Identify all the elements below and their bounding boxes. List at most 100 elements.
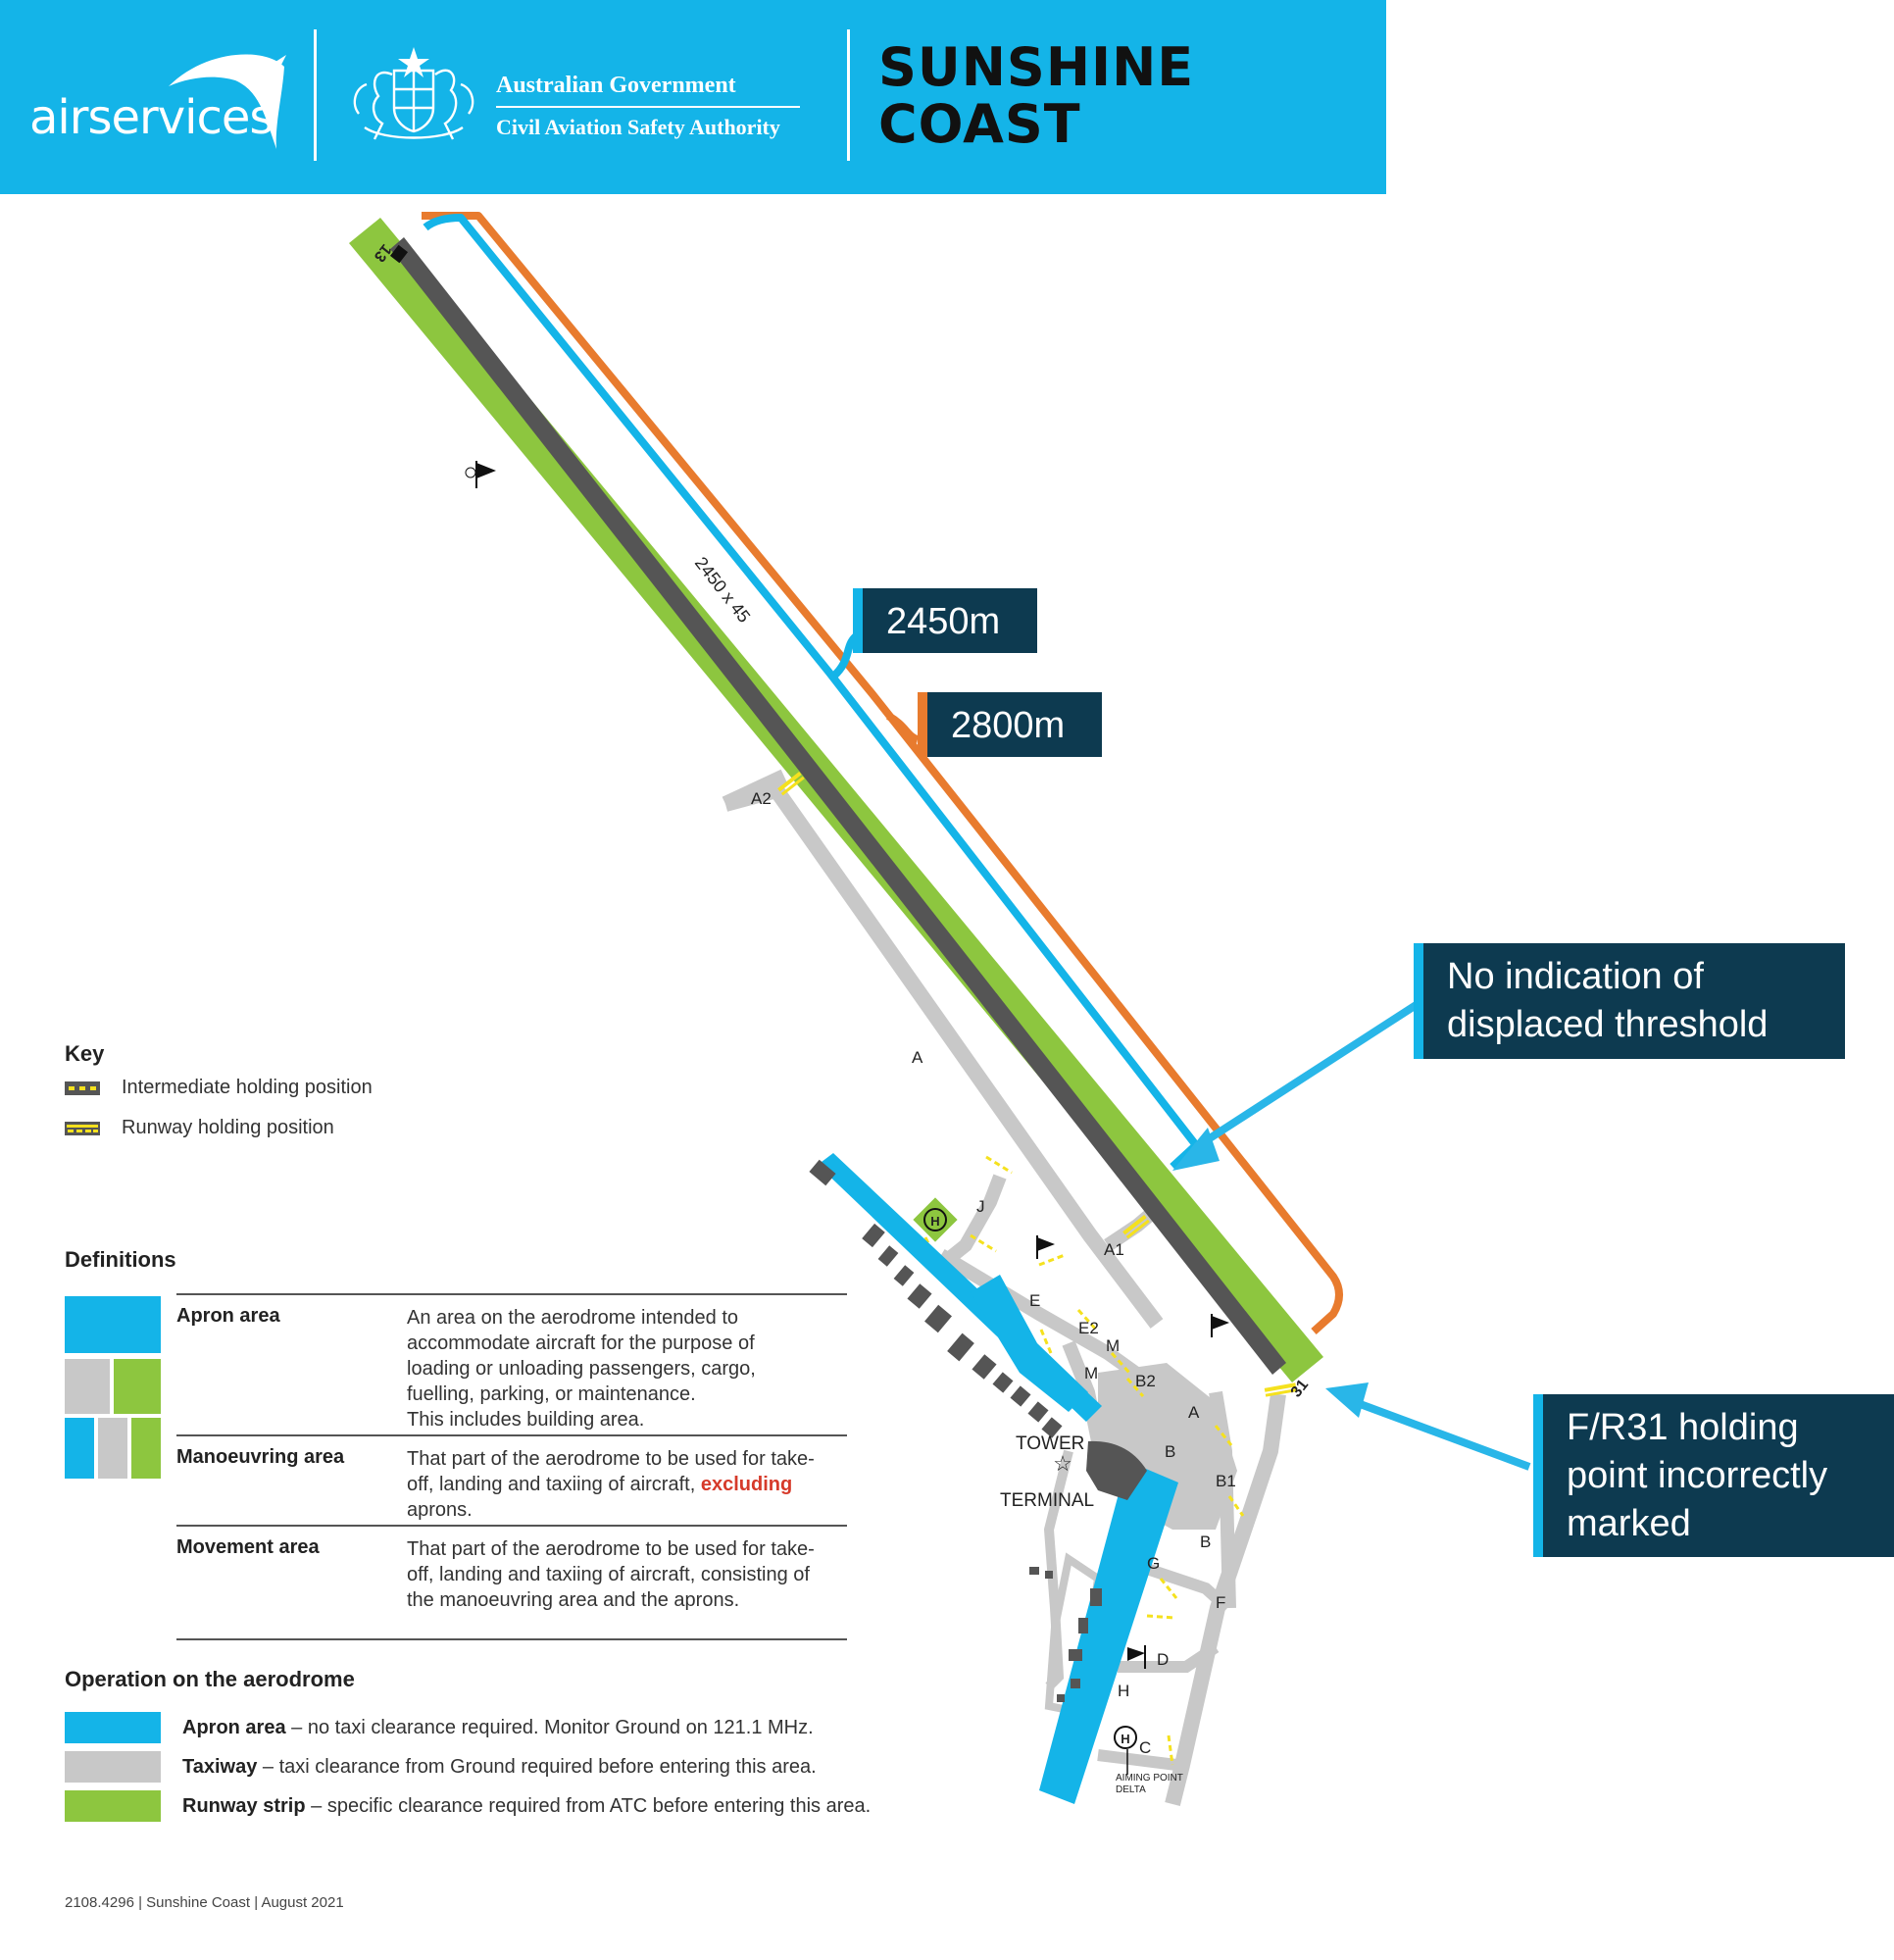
tower-star-icon: ☆ <box>1053 1451 1072 1476</box>
header-divider <box>314 29 317 161</box>
aiming-point-label-2: DELTA <box>1116 1784 1146 1795</box>
definition-row-apron: Apron area An area on the aerodrome inte… <box>176 1293 847 1434</box>
legend-taxiway-swatch <box>65 1359 110 1414</box>
definition-row-manoeuvring: Manoeuvring area That part of the aerodr… <box>176 1434 847 1525</box>
apron-south <box>1039 1461 1178 1804</box>
definition-text: That part of the aerodrome to be used fo… <box>407 1446 819 1523</box>
definition-text-extra: This includes building area. <box>407 1409 645 1431</box>
footer-reference: 2108.4296 | Sunshine Coast | August 2021 <box>65 1894 344 1911</box>
callout-displaced-line1: No indication of <box>1447 956 1704 997</box>
definition-row-movement: Movement area That part of the aerodrome… <box>176 1525 847 1640</box>
taxiway-e2-label: E2 <box>1078 1319 1099 1337</box>
taxiway-g-label: G <box>1147 1554 1160 1573</box>
taxiway-a-label: A <box>912 1048 923 1067</box>
windsock-icon <box>465 461 496 488</box>
runway-13-threshold <box>389 244 409 264</box>
operation-swatch-runway <box>65 1790 161 1822</box>
terminal-label: TERMINAL <box>1000 1490 1094 1511</box>
helipad-north-label: H <box>930 1214 939 1229</box>
taxiway-h-label: H <box>1118 1682 1129 1700</box>
taxiway-a1-label: A1 <box>1104 1240 1124 1259</box>
operation-swatch-apron <box>65 1712 161 1743</box>
operation-text: Apron area – no taxi clearance required.… <box>182 1717 814 1739</box>
definitions-table: Apron area An area on the aerodrome inte… <box>176 1293 847 1640</box>
definition-text: An area on the aerodrome intended to acc… <box>407 1305 819 1432</box>
operation-term: Runway strip <box>182 1795 306 1817</box>
legend-movement-runway <box>131 1418 161 1479</box>
windsock-icon <box>1127 1645 1146 1669</box>
taxiway-d <box>1118 1642 1220 1673</box>
taxiway-b-label: B <box>1165 1442 1175 1461</box>
operation-desc: – taxi clearance from Ground required be… <box>262 1756 817 1778</box>
taxiway-b1-label: B1 <box>1216 1472 1236 1490</box>
legend-movement-apron <box>65 1418 94 1479</box>
operation-desc: – no taxi clearance required. Monitor Gr… <box>291 1717 814 1738</box>
gov-name: Australian Government <box>496 73 736 98</box>
helipad-south-ring <box>1114 1726 1137 1749</box>
casa-name: Civil Aviation Safety Authority <box>496 115 780 139</box>
airservices-swoosh-icon <box>169 54 286 149</box>
legend-apron-swatch <box>65 1296 161 1353</box>
bracket-2800m <box>885 712 920 743</box>
operation-term: Apron area <box>182 1717 286 1738</box>
apron-east <box>971 1275 1088 1412</box>
legend-runway-swatch <box>114 1359 161 1414</box>
distance-line-2800m <box>422 212 1343 1334</box>
taxiway-e-label: E <box>1029 1291 1040 1310</box>
operation-text: Taxiway – taxi clearance from Ground req… <box>182 1756 817 1779</box>
buildings <box>809 1159 1147 1702</box>
callout-holding-line2: point incorrectly <box>1567 1455 1828 1496</box>
taxiway-d-label: D <box>1157 1650 1169 1669</box>
definition-term: Movement area <box>176 1536 320 1558</box>
operation-swatch-taxiway <box>65 1751 161 1783</box>
taxiway-a2 <box>722 769 788 812</box>
airservices-logo: airservices <box>29 90 274 145</box>
runway-holding-a2 <box>777 772 805 796</box>
aerodrome-name: SUNSHINE COAST <box>878 39 1194 153</box>
callout-displaced-line2: displaced threshold <box>1447 1004 1769 1045</box>
definition-term: Manoeuvring area <box>176 1446 345 1468</box>
operation-text: Runway strip – specific clearance requir… <box>182 1795 871 1818</box>
key-item-intermediate: Intermediate holding position <box>65 1077 373 1099</box>
gov-rule <box>496 106 800 108</box>
header-banner: airservices Australian Government Civil … <box>0 0 1386 194</box>
taxiway-a <box>723 782 1164 1329</box>
header-divider <box>847 29 850 161</box>
windsock-icon <box>1036 1235 1055 1259</box>
key-item-runway-holding: Runway holding position <box>65 1117 334 1139</box>
callout-holding-point: F/R31 holding point incorrectly marked <box>1533 1394 1894 1557</box>
helipad-south-label: H <box>1121 1732 1129 1746</box>
windsock-icon <box>1211 1314 1229 1337</box>
coat-of-arms-icon <box>353 47 474 140</box>
runway-holding-31 <box>1264 1382 1297 1397</box>
taxiway-b-label-2: B <box>1200 1533 1211 1551</box>
taxiway-m-label: M <box>1106 1336 1120 1355</box>
taxiway-f-label: F <box>1216 1593 1225 1612</box>
key-label-runway-holding: Runway holding position <box>122 1117 334 1139</box>
definition-text-main: An area on the aerodrome intended to acc… <box>407 1307 756 1405</box>
taxiway-c <box>1097 1749 1177 1771</box>
taxiway-j-label: J <box>976 1197 985 1216</box>
arrow-holding-point <box>1325 1382 1531 1471</box>
taxiway-m-label-2: M <box>1084 1364 1098 1382</box>
taxiway-b2-label: B2 <box>1135 1372 1156 1390</box>
definition-text: That part of the aerodrome to be used fo… <box>407 1538 815 1611</box>
tower-label: TOWER <box>1016 1433 1084 1454</box>
operation-title: Operation on the aerodrome <box>65 1667 355 1691</box>
definitions-title: Definitions <box>65 1247 176 1272</box>
callout-2800m: 2800m <box>918 692 1102 757</box>
runway-holding-a1 <box>1122 1215 1150 1239</box>
callout-2450m: 2450m <box>853 588 1037 653</box>
taxiway-a-label-2: A <box>1188 1403 1200 1422</box>
legend-movement-taxiway <box>98 1418 127 1479</box>
definition-text-post: aprons. <box>407 1499 473 1521</box>
intermediate-holding-icon <box>65 1081 100 1095</box>
callout-holding-line3: marked <box>1567 1503 1691 1544</box>
taxiway-g <box>1145 1563 1232 1613</box>
taxiway-a2-label: A2 <box>751 789 772 808</box>
definition-term: Apron area <box>176 1305 280 1327</box>
aiming-point-label-1: AIMING POINT <box>1116 1773 1183 1784</box>
operation-desc: – specific clearance required from ATC b… <box>311 1795 872 1817</box>
